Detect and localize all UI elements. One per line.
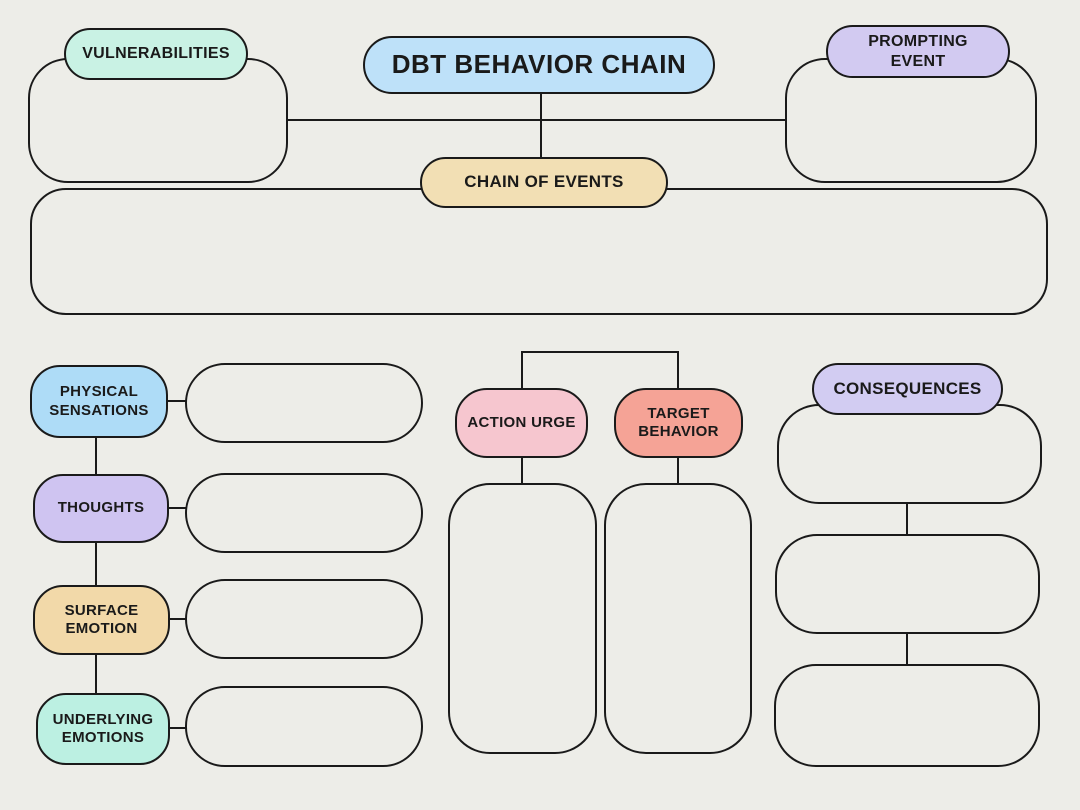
physical-sensations-writein-box[interactable] <box>185 363 423 443</box>
connector-consequences-2-3 <box>906 633 908 665</box>
consequences-writein-box-1[interactable] <box>777 404 1042 504</box>
connector-action-urge-to-box <box>521 456 523 484</box>
thoughts-label: THOUGHTS <box>33 474 169 543</box>
underlying-emotions-writein-box[interactable] <box>185 686 423 767</box>
connector-bracket-to-action-urge <box>521 351 523 390</box>
surface-emotion-label: SURFACE EMOTION <box>33 585 170 655</box>
physical-sensations-label: PHYSICAL SENSATIONS <box>30 365 168 438</box>
connector-surface-to-box <box>168 618 186 620</box>
connector-underlying-to-box <box>168 727 186 729</box>
thoughts-writein-box[interactable] <box>185 473 423 553</box>
surface-emotion-writein-box[interactable] <box>185 579 423 659</box>
diagram-title: DBT BEHAVIOR CHAIN <box>363 36 715 94</box>
connector-surface-to-underlying <box>95 653 97 695</box>
connector-target-to-box <box>677 456 679 484</box>
chain-of-events-label: CHAIN OF EVENTS <box>420 157 668 208</box>
target-behavior-label: TARGET BEHAVIOR <box>614 388 743 458</box>
action-urge-writein-box[interactable] <box>448 483 597 754</box>
underlying-emotions-label: UNDERLYING EMOTIONS <box>36 693 170 765</box>
connector-consequences-1-2 <box>906 503 908 535</box>
connector-physical-to-box <box>166 400 186 402</box>
prompting-event-label: PROMPTING EVENT <box>826 25 1010 78</box>
connector-physical-to-thoughts <box>95 436 97 476</box>
connector-urge-behavior-bracket <box>521 351 679 353</box>
target-behavior-writein-box[interactable] <box>604 483 752 754</box>
consequences-writein-box-2[interactable] <box>775 534 1040 634</box>
vulnerabilities-label: VULNERABILITIES <box>64 28 248 80</box>
action-urge-label: ACTION URGE <box>455 388 588 458</box>
connector-thoughts-to-surface <box>95 541 97 587</box>
connector-thoughts-to-box <box>167 507 186 509</box>
consequences-label: CONSEQUENCES <box>812 363 1003 415</box>
consequences-writein-box-3[interactable] <box>774 664 1040 767</box>
connector-title-to-chain <box>540 93 542 159</box>
connector-bracket-to-target <box>677 351 679 390</box>
connector-vulnerabilities-to-prompting <box>286 119 786 121</box>
